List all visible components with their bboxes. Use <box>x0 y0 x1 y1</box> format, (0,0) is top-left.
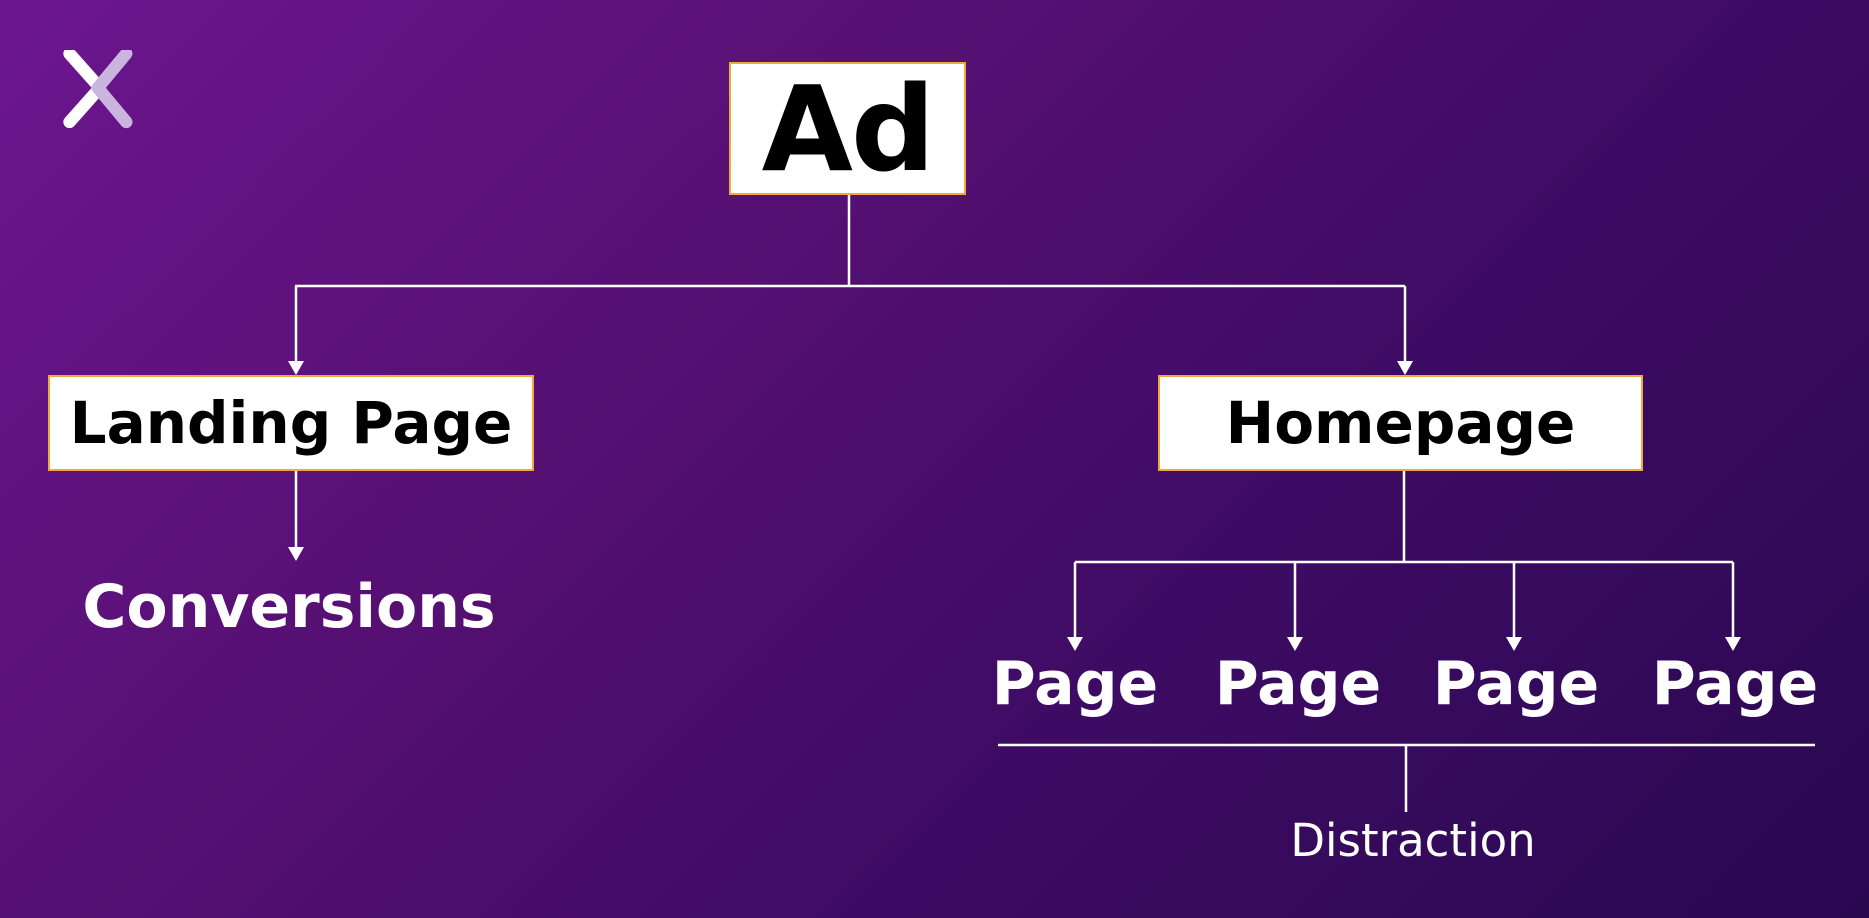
x-brand-logo-icon <box>63 50 133 129</box>
arrowhead-icon <box>1397 361 1413 375</box>
ad-node: Ad <box>729 59 966 198</box>
page-node-3: Page <box>1432 649 1600 719</box>
conversions-label: Conversions <box>82 572 496 642</box>
landing-page-node-label: Landing Page <box>69 389 513 457</box>
arrowhead-icon <box>1725 637 1741 651</box>
page-node-2: Page <box>1214 649 1382 719</box>
homepage-node-label: Homepage <box>1225 389 1576 457</box>
page-node-1: Page <box>991 649 1159 719</box>
arrowhead-icon <box>1287 637 1303 651</box>
page-node-4: Page <box>1651 649 1819 719</box>
arrowhead-icon <box>1067 637 1083 651</box>
landing-page-node: Landing Page <box>48 375 534 471</box>
arrowhead-icon <box>288 547 304 561</box>
arrowhead-icon <box>288 361 304 375</box>
arrowhead-icon <box>1506 637 1522 651</box>
ad-node-label: Ad <box>761 59 936 198</box>
homepage-node: Homepage <box>1158 375 1643 471</box>
distraction-label: Distraction <box>1290 814 1536 867</box>
